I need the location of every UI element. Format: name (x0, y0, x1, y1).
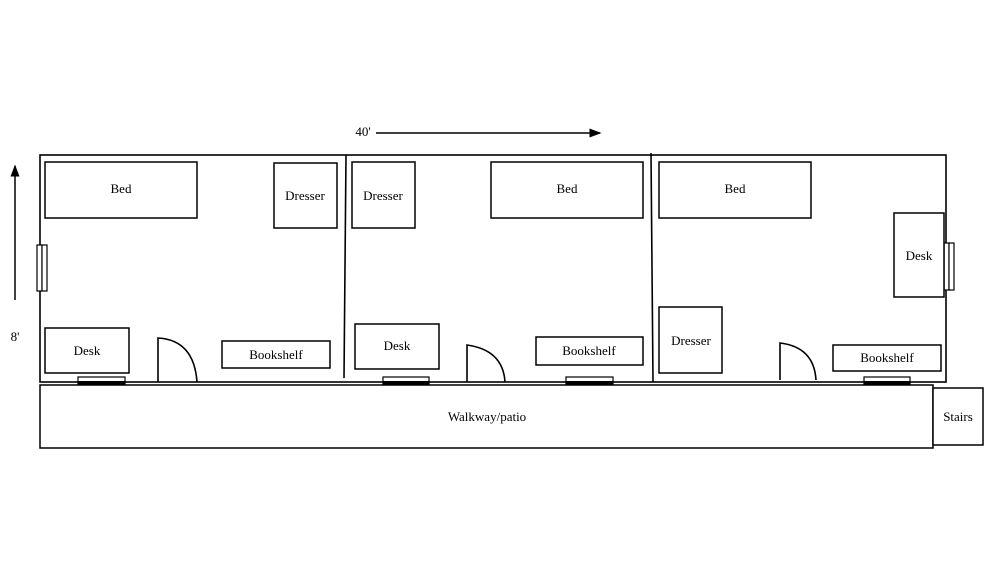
bed (490, 161, 644, 219)
bookshelf-label: Bookshelf (860, 350, 914, 365)
door-swing (157, 337, 198, 383)
dresser-label: Dresser (363, 188, 403, 203)
bed (658, 161, 812, 219)
bed-label: Bed (557, 181, 578, 196)
room-divider (650, 152, 654, 383)
desk (893, 212, 945, 298)
dresser-label: Dresser (285, 188, 325, 203)
door-swing (466, 344, 506, 383)
bookshelf-label: Bookshelf (562, 343, 616, 358)
bed (44, 161, 198, 219)
window (943, 242, 955, 291)
room-2: Dresser Bed Desk Bookshelf (351, 161, 644, 370)
desk-label: Desk (906, 248, 933, 263)
room-1: Bed Dresser Desk Bookshelf (44, 161, 338, 374)
walkway-label: Walkway/patio (448, 409, 526, 424)
dresser-label: Dresser (671, 333, 711, 348)
bookshelf (832, 344, 942, 372)
bed-label: Bed (725, 181, 746, 196)
desk-label: Desk (384, 338, 411, 353)
walkway-patio (39, 384, 934, 449)
bookshelf-label: Bookshelf (249, 347, 303, 362)
desk (354, 323, 440, 370)
stairs (932, 387, 984, 446)
dresser (658, 306, 723, 374)
desk-label: Desk (74, 343, 101, 358)
bed-label: Bed (111, 181, 132, 196)
width-dimension-label: 40' (355, 124, 370, 139)
bookshelf (535, 336, 644, 366)
depth-dimension-label: 8' (11, 329, 20, 344)
desk (44, 327, 130, 374)
room-divider (343, 154, 347, 379)
door-swing (779, 342, 817, 381)
bookshelf (221, 340, 331, 369)
room-3: Bed Desk Dresser Bookshelf (658, 161, 945, 374)
dresser (273, 162, 338, 229)
window (36, 244, 48, 292)
dresser (351, 161, 416, 229)
stairs-label: Stairs (943, 409, 973, 424)
